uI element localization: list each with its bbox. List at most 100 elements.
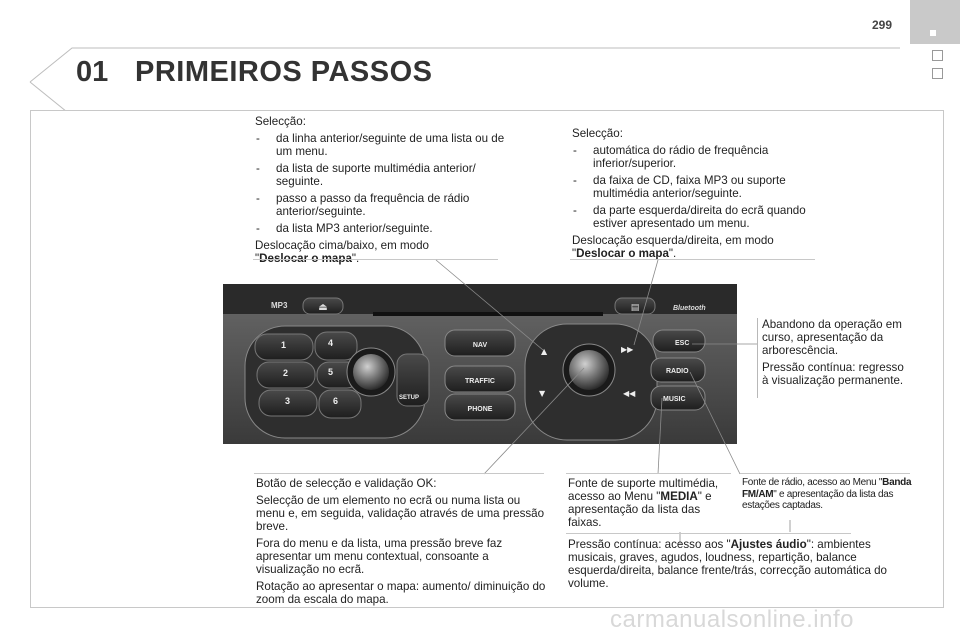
preset-3-button[interactable]: 3 [258,389,318,417]
preset-4-button[interactable]: 4 [314,331,358,361]
down-arrow-icon: ▼ [539,389,546,398]
index-box-2 [932,68,943,79]
media-suffix: " e apresentação da lista das faixas. [568,490,712,529]
scroll-prefix: Deslocação cima/baixo, em modo [255,239,429,252]
page-tab [910,0,960,44]
radio-button[interactable]: RADIO [650,357,706,383]
watermark: carmanualsonline.info [610,606,854,633]
fast-forward-icon: ▶▶ [621,345,634,354]
audio-callout: Pressão contínua: acesso aos "Ajustes áu… [568,538,913,594]
quote: " [656,490,661,503]
ok-paragraph: Selecção de um elemento no ecrã ou numa … [256,494,545,533]
prev-button[interactable]: ◀◀ [623,389,636,398]
top-left-callout: Selecção: - da linha anterior/seguinte de… [255,115,505,269]
dash: - [573,144,577,157]
media-menu-name: MEDIA [660,490,698,503]
page-number: 299 [872,18,893,32]
audio-control-panel: MP3 ⏏ ▤ Bluetooth 1 2 3 4 5 6 SETUP NAV … [223,284,737,444]
preset-6-button[interactable]: 6 [318,389,362,419]
list-item: - da lista MP3 anterior/seguinte. [255,222,505,235]
scroll-mode: Deslocar o mapa [576,247,669,260]
eject-icon: ⏏ [318,302,327,313]
radio-callout: Fonte de rádio, acesso ao Menu "Banda FM… [742,477,914,516]
bluetooth-logo: Bluetooth [673,305,706,312]
radio-note: Fonte de rádio, acesso ao Menu "Banda FM… [742,477,914,512]
esc-button[interactable]: ESC [652,329,706,353]
dash: - [573,174,577,187]
preset-4-label: 4 [328,338,333,348]
dash: - [256,192,260,205]
mp3-label: MP3 [271,301,288,310]
ok-paragraph: Fora do menu e da lista, uma pressão bre… [256,537,503,576]
list-item: - passo a passo da frequência de rádio an… [255,192,505,218]
next-button[interactable]: ▶▶ [621,345,634,354]
up-button[interactable]: ▲ [541,347,548,356]
callout-underline [253,259,498,260]
list-item-text: da lista MP3 anterior/seguinte. [276,222,433,235]
radio-label: RADIO [666,368,689,375]
list-item-text: da lista de suporte multimédia anterior/… [276,162,476,188]
traffic-button[interactable]: TRAFFIC [444,365,516,393]
audio-prefix: Pressão contínua: acesso aos " [568,538,731,551]
audio-menu-name: Ajustes áudio [730,538,807,551]
dash: - [256,222,260,235]
ok-paragraph: Rotação ao apresentar o mapa: aumento/ d… [256,580,546,606]
eject-button[interactable]: ⏏ [302,297,344,315]
scroll-note: Deslocação cima/baixo, em modo"Deslocar … [255,239,505,265]
volume-knob[interactable] [346,347,396,397]
preset-2-button[interactable]: 2 [256,361,316,389]
list-item-text: da linha anterior/seguinte de uma lista … [276,132,505,158]
quote: " [255,252,259,265]
callout-topline [254,473,544,474]
media-prefix: Fonte de suporte multimédia, acesso ao M… [568,477,719,503]
cd-eject-button[interactable]: ▤ [614,297,656,315]
ok-button-callout: Botão de selecção e validação OK: Selecç… [256,477,546,610]
radio-suffix: " e apresentação da lista das estações c… [742,488,894,512]
radio-menu-name: Banda FM/AM [742,477,912,500]
quote: " [572,247,577,260]
dash: - [256,162,260,175]
scroll-prefix: Deslocação esquerda/direita, em modo [572,234,774,247]
traffic-label: TRAFFIC [465,378,495,385]
list-item: - da linha anterior/seguinte de uma lista… [255,132,505,158]
list-item-text: da faixa de CD, faixa MP3 ou suporte mul… [593,174,786,200]
radio-prefix: Fonte de rádio, acesso ao Menu [742,477,879,488]
callout-heading: Selecção: [255,115,306,128]
quote-close: ". [668,247,677,260]
list-item: - automática do rádio de frequência infer… [572,144,822,170]
music-button[interactable]: MUSIC [650,385,706,411]
list-item-text: passo a passo da frequência de rádio ant… [276,192,470,218]
ok-selector-knob[interactable] [562,343,616,397]
top-right-callout: Selecção: - automática do rádio de frequê… [572,127,822,264]
callout-topline [740,473,910,474]
preset-3-label: 3 [285,396,290,406]
list-item: - da lista de suporte multimédia anterior… [255,162,505,188]
nav-button[interactable]: NAV [444,329,516,357]
esc-callout-bar [757,318,758,398]
audio-note: Pressão contínua: acesso aos "Ajustes áu… [568,538,913,590]
callout-heading: Selecção: [572,127,623,140]
preset-6-label: 6 [333,396,338,406]
quote: " [878,477,883,488]
list-item: - da faixa de CD, faixa MP3 ou suporte mu… [572,174,822,200]
list-item-text: automática do rádio de frequência inferi… [593,144,769,170]
chapter-frame-lines [29,47,900,110]
esc-note-line2: Pressão contínua: regresso à visualizaçã… [762,361,904,387]
preset-1-label: 1 [281,340,286,350]
audio-suffix: ": ambientes musicais, graves, agudos, l… [568,538,888,590]
down-button[interactable]: ▼ [539,389,546,398]
media-callout: Fonte de suporte multimédia, acesso ao M… [568,477,733,533]
phone-button[interactable]: PHONE [444,393,516,421]
scroll-note: Deslocação esquerda/direita, em modo"Des… [572,234,822,260]
media-note: Fonte de suporte multimédia, acesso ao M… [568,477,733,529]
preset-1-button[interactable]: 1 [254,333,314,361]
callout-underline [570,259,815,260]
callout-topline [566,473,731,474]
dash: - [256,132,260,145]
esc-note-line1: Abandono da operação em curso, apresenta… [762,318,902,357]
quote-close: ". [352,252,359,265]
tab-marker [930,30,936,36]
phone-label: PHONE [468,406,493,413]
setup-button[interactable]: SETUP [396,353,430,407]
